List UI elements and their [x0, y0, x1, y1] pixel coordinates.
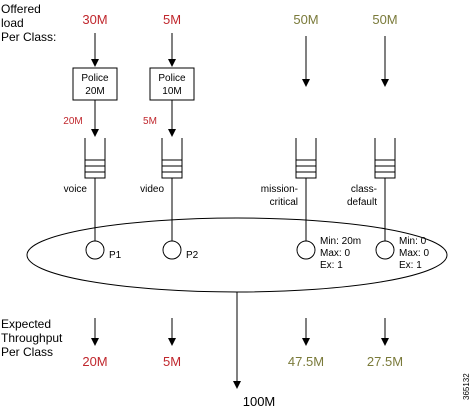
throughput-value: 47.5M	[288, 354, 324, 369]
police-label: Police	[158, 73, 186, 84]
police-label: Police	[81, 73, 109, 84]
police-label: 20M	[85, 86, 104, 97]
node-label: P1	[109, 250, 122, 261]
queue-label: mission-	[261, 184, 298, 195]
throughput-value: 27.5M	[367, 354, 403, 369]
node-parameters: Max: 0	[399, 248, 429, 259]
queue-label: critical	[270, 197, 298, 208]
offered-load-label: Offered	[1, 2, 41, 16]
offered-load-label: load	[1, 16, 24, 30]
queue-label: voice	[64, 184, 88, 195]
offered-load-value: 50M	[293, 12, 318, 27]
post-police-rate: 5M	[143, 116, 157, 127]
node-parameters: Min: 0	[399, 236, 427, 247]
queue-label: class-	[351, 184, 377, 195]
node-parameters: Max: 0	[320, 248, 350, 259]
queue-label: default	[347, 197, 377, 208]
throughput-value: 20M	[82, 354, 107, 369]
post-police-rate: 20M	[63, 116, 82, 127]
police-box	[149, 67, 195, 101]
expected-throughput-label: Per Class	[1, 345, 53, 359]
throughput-value: 5M	[163, 354, 181, 369]
node-parameters: Ex: 1	[399, 260, 422, 271]
offered-load-label: Per Class:	[1, 30, 56, 44]
scheduler-node	[85, 240, 105, 260]
node-label: P2	[186, 250, 199, 261]
scheduler-node	[375, 240, 395, 260]
figure-id: 365132	[462, 373, 471, 400]
scheduler-node	[296, 240, 316, 260]
offered-load-value: 50M	[372, 12, 397, 27]
offered-load-value: 5M	[163, 12, 181, 27]
node-parameters: Min: 20m	[320, 236, 361, 247]
scheduler-node	[162, 240, 182, 260]
expected-throughput-label: Expected	[1, 317, 51, 331]
offered-load-value: 30M	[82, 12, 107, 27]
queue-label: video	[140, 184, 164, 195]
police-label: 10M	[162, 86, 181, 97]
total-output: 100M	[243, 394, 276, 409]
expected-throughput-label: Throughput	[1, 331, 63, 345]
node-parameters: Ex: 1	[320, 260, 343, 271]
